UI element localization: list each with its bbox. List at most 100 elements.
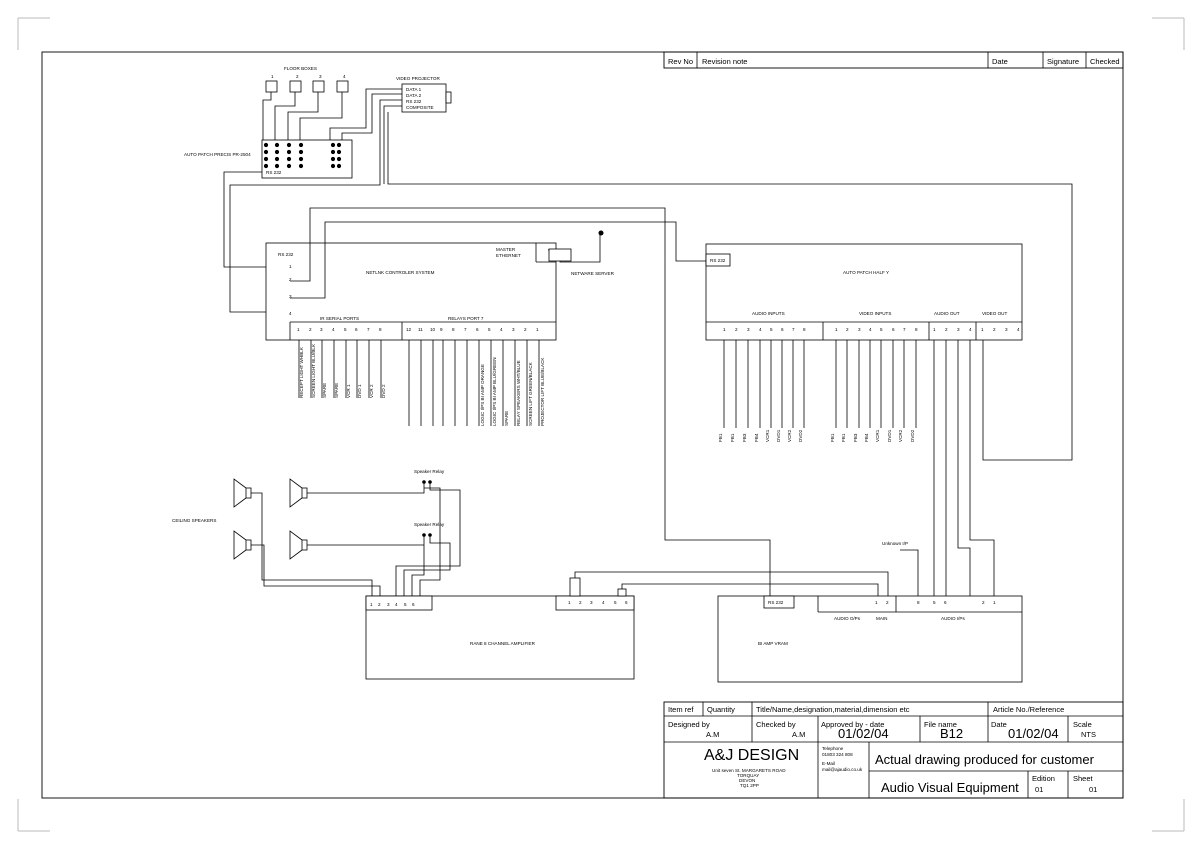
biamp-out-number: 2 xyxy=(886,600,889,605)
biamp-in-number: 1 xyxy=(993,600,996,605)
video-source-label: VCR2 xyxy=(898,429,903,442)
company-address-line: Unit seven St. MARGARETS ROAD xyxy=(712,768,786,773)
biamp-audio-ips: AUDIO I/Ps xyxy=(941,616,965,621)
speaker-relay-label: Speaker Relay xyxy=(414,522,445,527)
video-source-label: DVD2 xyxy=(910,429,915,442)
audio-input-number: 8 xyxy=(803,327,806,332)
floor-box xyxy=(265,80,278,93)
floor-box-number: 3 xyxy=(319,74,322,79)
amplifier-link xyxy=(617,588,627,597)
file-name-label: File name xyxy=(924,720,957,729)
floor-box xyxy=(289,80,302,93)
netlink-title: NETLNK CONTROLER SYSTEM xyxy=(366,270,435,275)
amplifier-output-number: 6 xyxy=(625,600,628,605)
audio-source-label: FB1 xyxy=(718,433,723,442)
ir-port-label: DVD 1 xyxy=(357,384,362,398)
audio-source-label: FB1 xyxy=(730,433,735,442)
company-address-line: DEVON xyxy=(739,778,755,783)
audio-source-label: DVD1 xyxy=(776,429,781,442)
netlink-serial-number: 2 xyxy=(289,277,292,282)
video-source-label: FB4 xyxy=(864,433,869,442)
video-input-number: 7 xyxy=(903,327,906,332)
quantity-header: Quantity xyxy=(707,705,735,714)
audio-out-number: 4 xyxy=(969,327,972,332)
amplifier-title: RANE 8 CHANNEL AMPLIFIER xyxy=(470,641,536,646)
drawing-title: Actual drawing produced for customer xyxy=(875,752,1095,767)
title-block: Item ref Quantity Title/Name,designation… xyxy=(663,701,1124,799)
video-projector-title: VIDEO PROJECTOR xyxy=(396,76,441,81)
precis-dot xyxy=(274,156,280,162)
video-source-label: DVD1 xyxy=(887,429,892,442)
biamp-title: BI AMP VRAM xyxy=(758,641,788,646)
precis-dot xyxy=(263,149,269,155)
video-input-number: 2 xyxy=(846,327,849,332)
company-address-line: TORQUAY xyxy=(737,773,759,778)
relays-title: RELAYS PORT 7 xyxy=(448,316,484,321)
ir-port-label: VCR 1 xyxy=(346,384,351,398)
ir-port-label: SPARE xyxy=(334,383,339,398)
amplifier-link xyxy=(569,577,581,597)
file-name-value: B12 xyxy=(940,726,963,741)
projector-input: COMPOSITE xyxy=(406,105,434,110)
audio-input-number: 4 xyxy=(759,327,762,332)
audio-input-number: 7 xyxy=(792,327,795,332)
floor-box xyxy=(336,80,349,93)
designed-by-label: Designed by xyxy=(668,720,710,729)
autopatch-half-rs232-port xyxy=(705,253,731,267)
amplifier-output-number: 3 xyxy=(590,600,593,605)
designed-by-value: A.M xyxy=(706,730,719,739)
audio-input-number: 1 xyxy=(723,327,726,332)
amplifier-output-number: 4 xyxy=(602,600,605,605)
biamp-in-number: 8 xyxy=(917,600,920,605)
rev-date-header: Date xyxy=(992,57,1008,66)
projector-lens xyxy=(445,91,452,104)
network-node xyxy=(598,230,604,236)
biamp-unknown-ip: Unknown I/P xyxy=(882,541,908,546)
title-name-header: Title/Name,designation,material,dimensio… xyxy=(756,705,910,714)
ir-port-label: DVD 2 xyxy=(381,384,386,398)
netware-server-box xyxy=(548,248,572,262)
precis-dot xyxy=(298,156,304,162)
relay-port-number: 11 xyxy=(418,327,423,332)
floor-box-number: 1 xyxy=(271,74,274,79)
video-out-number: 2 xyxy=(993,327,996,332)
signature-header: Signature xyxy=(1047,57,1079,66)
revision-table: Rev No Revision note Date Signature Chec… xyxy=(663,51,1124,69)
video-input-number: 3 xyxy=(858,327,861,332)
video-out-number: 4 xyxy=(1017,327,1020,332)
checked-by-label: Checked by xyxy=(756,720,796,729)
biamp-out-number: 1 xyxy=(875,600,878,605)
amplifier-output-number: 5 xyxy=(614,600,617,605)
biamp-audio-ops: AUDIO O/Ps xyxy=(834,616,861,621)
amplifier-input-number: 3 xyxy=(387,602,390,607)
relay-port-number: 5 xyxy=(488,327,491,332)
video-source-label: FB1 xyxy=(830,433,835,442)
precis-connector-dots xyxy=(263,142,342,169)
precis-dot xyxy=(263,156,269,162)
relay-port-number: 3 xyxy=(512,327,515,332)
audio-out-number: 2 xyxy=(945,327,948,332)
video-input-number: 8 xyxy=(915,327,918,332)
sheet-label: Sheet xyxy=(1073,774,1094,783)
company-name: A&J DESIGN xyxy=(704,747,799,764)
relay-port-label: RELAY SPEAKERS WHT/BLUE xyxy=(516,360,521,426)
netlink-serial-number: 4 xyxy=(289,311,292,316)
relay-port-number: 4 xyxy=(500,327,503,332)
netware-server: NETWARE SERVER xyxy=(548,230,615,276)
audio-input-number: 6 xyxy=(781,327,784,332)
relay-port-number: 12 xyxy=(406,327,412,332)
netlink-serial-number: 1 xyxy=(289,264,292,269)
amplifier-input-number: 1 xyxy=(370,602,373,607)
precis-dot xyxy=(274,149,280,155)
audio-source-label: FB4 xyxy=(754,433,759,442)
video-projector-box xyxy=(401,83,447,113)
biamp-rs232-port xyxy=(763,595,795,609)
ir-port-label: VCR 2 xyxy=(369,384,374,398)
scale-value: NTS xyxy=(1081,730,1096,739)
ir-port-number: 7 xyxy=(367,327,370,332)
checked-by-value: A.M xyxy=(792,730,805,739)
autopatch-half-box xyxy=(705,243,1023,341)
